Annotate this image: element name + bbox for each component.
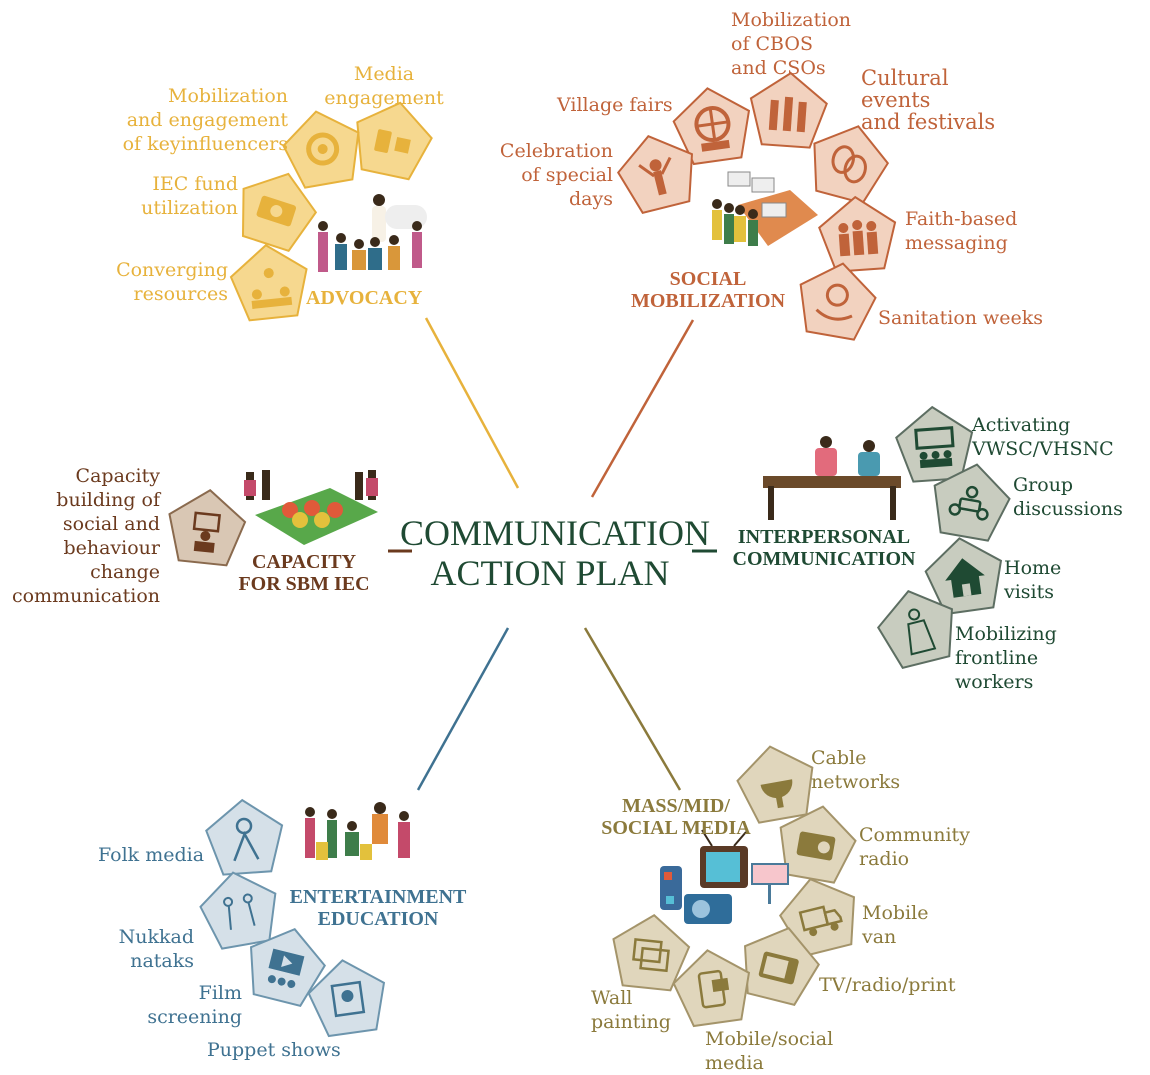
mass-item-mobile-social: Mobile/social media	[705, 1028, 834, 1074]
entertainment-item-folk-media: Folk media	[98, 844, 205, 866]
entertainment-item-film-screening: Film screening	[147, 982, 242, 1028]
social-item-special-days: Celebration of special days	[499, 140, 613, 210]
advocacy-heading: ADVOCACY	[306, 287, 423, 309]
raised-hands-icon	[746, 69, 830, 150]
mass-item-wall-painting: Wall painting	[591, 987, 671, 1033]
interpersonal-heading: INTERPERSONAL COMMUNICATION	[732, 526, 916, 570]
social-item-village-fairs: Village fairs	[557, 94, 673, 116]
street-play-icon	[194, 865, 285, 953]
influencer-gear-icon	[277, 104, 368, 192]
health-worker-icon	[870, 580, 964, 673]
interpersonal-item-vwsc: Activating VWSC/VHSNC	[972, 414, 1114, 460]
social-heading: SOCIAL MOBILIZATION	[630, 268, 786, 312]
mass-icons	[607, 739, 866, 1029]
center-title: COMMUNICATION ACTION PLAN	[400, 513, 711, 593]
entertainment-icons	[194, 796, 392, 1039]
advocacy-item-iec-fund: IEC fund utilization	[141, 173, 238, 219]
social-item-faith-messaging: Faith-based messaging	[905, 208, 1018, 254]
connector-social	[590, 319, 695, 498]
connector-mass	[583, 627, 682, 791]
group-people-icon	[816, 193, 900, 274]
celebration-icon	[610, 125, 704, 218]
entertainment-item-nukkad-nataks: Nukkad nataks	[118, 926, 194, 972]
social-item-sanitation-weeks: Sanitation weeks	[878, 307, 1044, 329]
mass-item-mobile-van: Mobile van	[862, 902, 929, 948]
entertainment-heading: ENTERTAINMENT EDUCATION	[289, 886, 467, 930]
social-illustration	[712, 171, 818, 246]
mass-item-community-radio: Community radio	[859, 824, 970, 870]
interpersonal-icons	[870, 403, 1016, 673]
advocacy-illustration	[318, 194, 427, 272]
capacity-heading: CAPACITY FOR SBM IEC	[238, 551, 370, 595]
mass-illustration	[660, 829, 789, 924]
connector-lines	[388, 317, 717, 791]
connector-entertainment	[416, 627, 510, 791]
van-icon	[772, 868, 866, 961]
advocacy-item-converging-resources: Converging resources	[116, 259, 228, 305]
connector-advocacy	[424, 317, 520, 489]
advocacy-item-key-influencers: Mobilization and engagement of keyinflue…	[122, 85, 288, 155]
mass-heading: MASS/MID/ SOCIAL MEDIA	[601, 795, 751, 839]
mass-item-tv-radio-print: TV/radio/print	[819, 974, 956, 996]
film-screen-icon	[239, 918, 333, 1011]
interpersonal-illustration	[763, 436, 901, 520]
tv-icon	[733, 917, 827, 1010]
trainer-icon	[163, 485, 249, 568]
interpersonal-item-frontline-workers: Mobilizing frontline workers	[955, 623, 1057, 693]
theatre-masks-icon	[801, 115, 897, 208]
satellite-dish-icon	[731, 739, 822, 827]
capacity-item-sbcc: Capacity building of social and behaviou…	[11, 465, 160, 607]
social-item-cbos: Mobilization of CBOS and CSOs	[731, 9, 852, 79]
ferris-wheel-icon	[668, 82, 757, 167]
social-item-cultural-events: Cultural events and festivals	[861, 66, 996, 134]
social-icons	[610, 69, 900, 344]
group-discussion-icon	[925, 457, 1016, 545]
capacity-illustration	[244, 470, 378, 545]
media-phone-icon	[346, 93, 439, 184]
capacity-icons	[163, 485, 249, 568]
radio-icon	[771, 799, 862, 887]
meeting-board-icon	[893, 403, 977, 484]
mass-item-cable-networks: Cable networks	[811, 747, 901, 793]
social-media-icon	[668, 944, 757, 1029]
puppet-icon	[303, 954, 392, 1039]
network-people-icon	[227, 240, 313, 323]
interpersonal-item-group-discussions: Group discussions	[1013, 474, 1123, 520]
entertainment-item-puppet-shows: Puppet shows	[207, 1039, 341, 1061]
entertainment-illustration	[305, 802, 410, 860]
advocacy-icons	[227, 93, 439, 323]
money-icon	[228, 161, 326, 257]
home-visit-icon	[920, 532, 1009, 617]
advocacy-item-media-engagement: Media engagement	[324, 63, 444, 109]
hand-care-icon	[791, 256, 882, 344]
wall-painting-icon	[607, 910, 693, 993]
folk-performer-icon	[203, 796, 287, 877]
interpersonal-item-home-visits: Home visits	[1004, 557, 1062, 603]
